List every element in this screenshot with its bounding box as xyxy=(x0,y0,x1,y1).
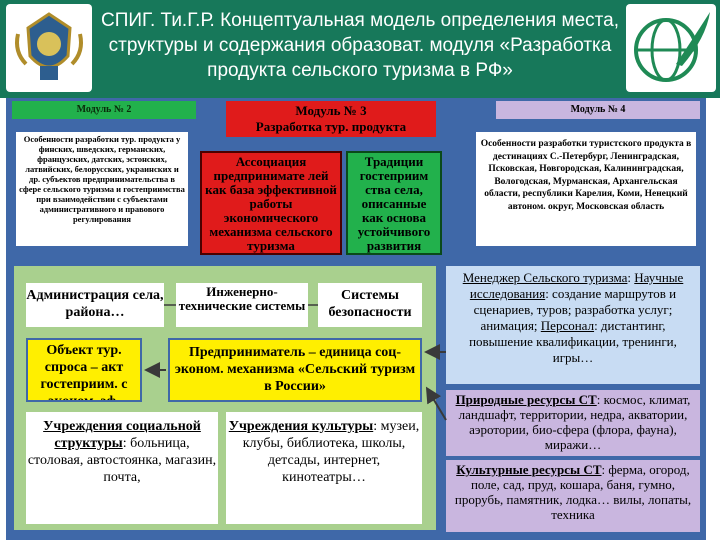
culture-institutions-title: Учреждения культуры xyxy=(228,419,374,434)
page-title: СПИГ. Ти.Г.Р. Концептуальная модель опре… xyxy=(100,10,620,81)
cultural-resources-list: : ферма, огород, поле, сад, пруд, кошара… xyxy=(454,462,692,522)
cultural-resources-title: Культурные ресурсы СТ xyxy=(456,462,602,477)
rural-tourism-manager-box: Менеджер Сельского туризма: Научные иссл… xyxy=(446,266,700,384)
manager-staff-text: : дистантинг, повышение квалификации, тр… xyxy=(469,318,677,365)
entrepreneurs-association-box: Ассоциация предпринимате лей как база эф… xyxy=(200,151,342,255)
security-systems-box: Системы безопасности xyxy=(318,283,422,327)
module-2-description: Особенности разработки тур. продукта у ф… xyxy=(14,130,190,248)
manager-research-text: : создание маршрутов и сценариев, туров;… xyxy=(473,286,677,333)
engineering-systems-box: Инженерно-технические системы xyxy=(176,283,308,327)
globe-quill-logo xyxy=(626,4,716,92)
module-4-description: Особенности разработки туристского проду… xyxy=(474,130,698,248)
social-institutions-title: Учреждения социальной структуры xyxy=(43,419,201,451)
cultural-resources-box: Культурные ресурсы СТ: ферма, огород, по… xyxy=(446,460,700,532)
module-3-subtitle: Разработка тур. продукта xyxy=(255,119,407,134)
ministry-emblem-logo xyxy=(6,4,92,92)
natural-resources-title: Природные ресурсы СТ xyxy=(455,392,597,407)
entrepreneur-box: Предприниматель – единица соц-эконом. ме… xyxy=(168,338,422,402)
module-4-tab: Модуль № 4 xyxy=(496,101,700,119)
header-bar: СПИГ. Ти.Г.Р. Концептуальная модель опре… xyxy=(0,0,720,98)
module-3-title: Модуль № 3 xyxy=(295,103,367,118)
social-institutions-list: : больница, столовая, автостоянка, магаз… xyxy=(27,436,217,485)
culture-institutions-box: Учреждения культуры: музеи, клубы, библи… xyxy=(226,412,422,524)
culture-institutions-list: : музеи, клубы, библиотека, школы, детса… xyxy=(242,419,420,485)
hospitality-traditions-box: Традиции гостеприим ства села, описанные… xyxy=(346,151,442,255)
natural-resources-box: Природные ресурсы СТ: космос, климат, ла… xyxy=(446,390,700,456)
manager-title: Менеджер Сельского туризма xyxy=(462,270,628,285)
manager-staff-label: Персонал xyxy=(540,318,595,333)
natural-resources-list: : космос, климат, ландшафт, территории, … xyxy=(458,392,691,452)
tour-demand-object-box: Объект тур. спроса – акт гостеприим. с э… xyxy=(26,338,142,402)
module-2-tab: Модуль № 2 xyxy=(12,101,196,119)
village-administration-box: Администрация села, района… xyxy=(26,283,164,327)
social-institutions-box: Учреждения социальной структуры: больниц… xyxy=(26,412,218,524)
module-3-tab: Модуль № 3 Разработка тур. продукта xyxy=(226,101,436,137)
manager-research-label: Научные исследования xyxy=(469,270,684,301)
